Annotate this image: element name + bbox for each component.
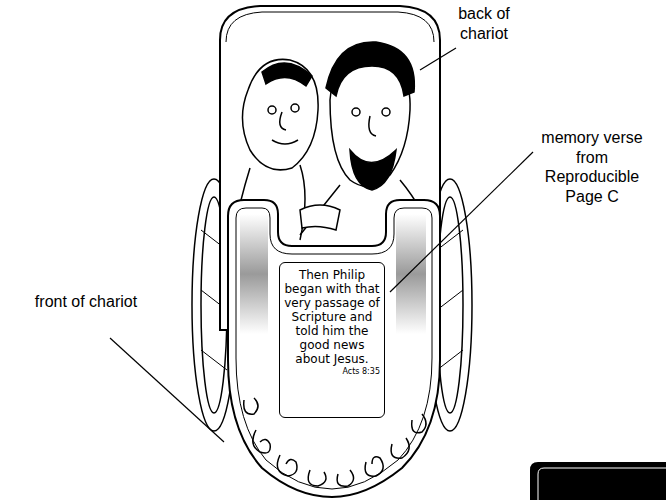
part-label: back of chariot bbox=[436, 4, 532, 43]
shading bbox=[396, 214, 426, 334]
leader-line bbox=[110, 48, 533, 442]
shading bbox=[240, 214, 268, 334]
verse-card: Then Philip began with that very passage… bbox=[279, 262, 385, 418]
frame-corner bbox=[530, 462, 666, 500]
front-panel bbox=[228, 200, 440, 497]
part-label: memory verse from Reproducible Page C bbox=[532, 128, 652, 206]
memory-verse: Then Philip began with that very passage… bbox=[284, 268, 380, 366]
verse-reference: Acts 8:35 bbox=[284, 367, 380, 377]
part-label: front of chariot bbox=[30, 292, 142, 312]
